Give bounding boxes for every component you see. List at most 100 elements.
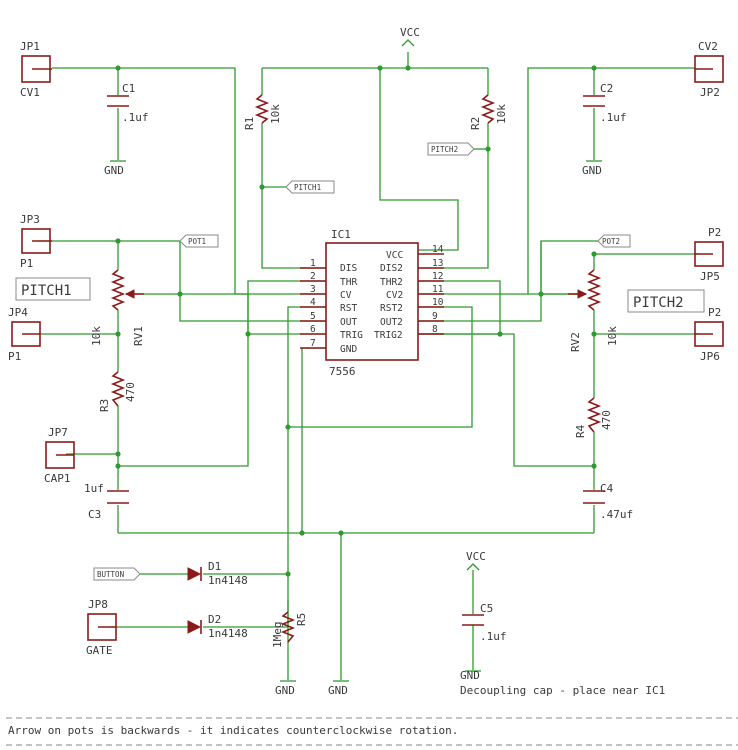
- svg-text:C5: C5: [480, 602, 493, 615]
- r3-resistor: R3 470: [98, 371, 137, 412]
- svg-text:D1: D1: [208, 560, 221, 573]
- svg-text:RV2: RV2: [569, 332, 582, 352]
- gnd-symbol-c2: GND: [582, 160, 602, 177]
- jp3-connector: JP3 P1: [20, 213, 52, 270]
- svg-text:P2: P2: [708, 306, 721, 319]
- svg-text:BUTTON: BUTTON: [97, 570, 124, 579]
- jp1-connector: JP1 CV1: [20, 40, 52, 99]
- svg-text:POT1: POT1: [188, 237, 206, 246]
- ic1-pin-name: VCC: [386, 250, 403, 261]
- svg-text:VCC: VCC: [466, 550, 486, 563]
- svg-text:C2: C2: [600, 82, 613, 95]
- d1-diode: D1 1n4148: [187, 560, 248, 587]
- svg-text:1uf: 1uf: [84, 482, 104, 495]
- ic1-pin-name: RST2: [380, 303, 403, 314]
- gnd-symbol-c1: GND: [104, 160, 126, 177]
- svg-text:.1uf: .1uf: [600, 111, 627, 124]
- c1-capacitor: C1 .1uf: [107, 82, 149, 124]
- svg-text:.1uf: .1uf: [122, 111, 149, 124]
- svg-text:GND: GND: [275, 684, 295, 697]
- ic1-pin-name: TRIG: [340, 330, 363, 341]
- ic1-pin-name: CV2: [386, 290, 403, 301]
- ic1-pin-num: 10: [432, 297, 444, 308]
- svg-text:VCC: VCC: [400, 26, 420, 39]
- svg-text:10k: 10k: [606, 326, 619, 346]
- svg-text:JP1: JP1: [20, 40, 40, 53]
- ic1-pin-num: 5: [310, 311, 316, 322]
- svg-text:JP5: JP5: [700, 270, 720, 283]
- panel-label-pitch2: PITCH2: [627, 289, 705, 313]
- ic1-pin-name: TRIG2: [374, 330, 403, 341]
- pot-rotation-note: Arrow on pots is backwards - it indicate…: [8, 724, 458, 737]
- svg-text:1n4148: 1n4148: [208, 574, 248, 587]
- svg-text:470: 470: [600, 410, 613, 430]
- ic1-pin-name: GND: [340, 344, 357, 355]
- jp5-connector: P2 JP5: [694, 226, 724, 283]
- gnd-symbol-ic: GND: [328, 680, 349, 697]
- svg-text:R5: R5: [295, 613, 308, 626]
- jp2-connector: CV2 JP2: [694, 40, 724, 99]
- ic1-pin-name: THR: [340, 277, 357, 288]
- ic1-pin-name: THR2: [380, 277, 403, 288]
- c3-capacitor: 1uf C3: [84, 482, 129, 521]
- net-label-pitch2: PITCH2: [427, 142, 475, 156]
- svg-text:R3: R3: [98, 399, 111, 412]
- r1-resistor: R1 10k: [243, 94, 282, 130]
- panel-label-pitch1: PITCH1: [15, 277, 91, 301]
- ic1-pin-num: 14: [432, 244, 444, 255]
- ic1-pin-num: 1: [310, 258, 316, 269]
- svg-text:R2: R2: [469, 117, 482, 130]
- ic1-pin-name: DIS: [340, 263, 357, 274]
- svg-text:JP2: JP2: [700, 86, 720, 99]
- svg-text:CAP1: CAP1: [44, 472, 71, 485]
- net-label-pot1: POT1: [179, 234, 219, 248]
- c2-capacitor: C2 .1uf: [583, 82, 627, 124]
- c4-capacitor: C4 .47uf: [583, 482, 633, 521]
- svg-text:GND: GND: [460, 669, 480, 682]
- gnd-symbol-c5: GND: [460, 669, 481, 682]
- ic1-pin-name: OUT: [340, 317, 357, 328]
- svg-text:RV1: RV1: [132, 326, 145, 346]
- ic1-pin-num: 13: [432, 258, 443, 269]
- ic1-pin-num: 2: [310, 271, 316, 282]
- ic1-pin-name: DIS2: [380, 263, 403, 274]
- ic1-ref: IC1: [331, 228, 351, 241]
- net-label-button: BUTTON: [93, 567, 141, 581]
- ic1-pin-num: 11: [432, 284, 444, 295]
- svg-text:10k: 10k: [269, 104, 282, 124]
- svg-text:10k: 10k: [495, 104, 508, 124]
- ic1-pin-num: 3: [310, 284, 316, 295]
- jp4-connector: JP4 P1: [8, 306, 41, 363]
- ic1-pin-num: 4: [310, 297, 316, 308]
- r4-resistor: R4 470: [574, 397, 613, 438]
- svg-text:P2: P2: [708, 226, 721, 239]
- svg-text:PITCH1: PITCH1: [21, 283, 72, 299]
- svg-text:1Meg: 1Meg: [271, 622, 284, 649]
- ic1-7556: IC1 7556 1 DIS 2 THR 3 CV 4 RST 5 OUT 6 …: [300, 228, 444, 378]
- c5-capacitor: C5 .1uf: [462, 602, 507, 643]
- ic1-pin-num: 8: [432, 324, 438, 335]
- decoupling-note: Decoupling cap - place near IC1: [460, 684, 665, 697]
- gnd-symbol-r5: GND: [275, 680, 296, 697]
- ic1-pin-name: OUT2: [380, 317, 403, 328]
- d2-diode: D2 1n4148: [187, 613, 248, 640]
- vcc-symbol-c5: VCC: [466, 550, 486, 571]
- ic1-pin-name: RST: [340, 303, 357, 314]
- svg-text:CV2: CV2: [698, 40, 718, 53]
- svg-text:D2: D2: [208, 613, 221, 626]
- vcc-symbol-top: VCC: [400, 26, 420, 47]
- svg-text:C3: C3: [88, 508, 101, 521]
- ic1-pin-name: CV: [340, 290, 352, 301]
- r5-resistor: 1Meg R5: [271, 611, 308, 649]
- svg-text:P1: P1: [8, 350, 21, 363]
- svg-text:CV1: CV1: [20, 86, 40, 99]
- ic1-pin-num: 12: [432, 271, 443, 282]
- ic1-pin-num: 6: [310, 324, 316, 335]
- junctions: [115, 65, 597, 577]
- svg-text:C4: C4: [600, 482, 614, 495]
- svg-text:P1: P1: [20, 257, 33, 270]
- svg-text:GND: GND: [582, 164, 602, 177]
- ic1-pin-num: 7: [310, 338, 316, 349]
- wires: [38, 52, 699, 680]
- svg-text:470: 470: [124, 382, 137, 402]
